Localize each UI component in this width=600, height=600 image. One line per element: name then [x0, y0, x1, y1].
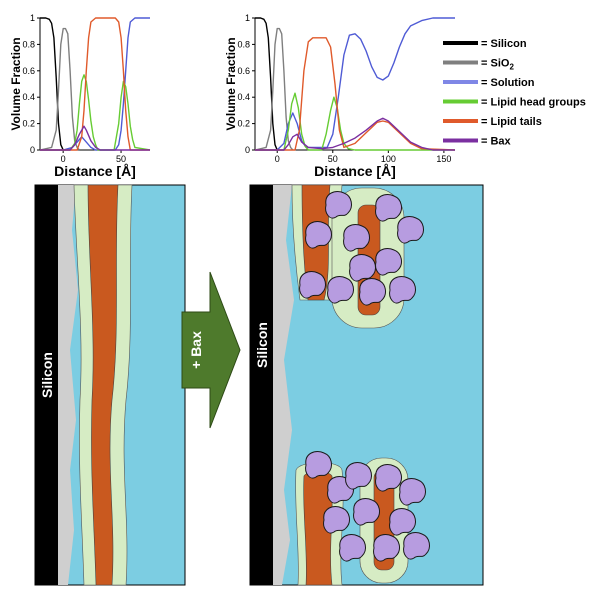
legend-label: = Silicon: [481, 38, 527, 50]
bax-protein: [305, 221, 332, 249]
arrow: + Bax: [181, 271, 241, 429]
legend-label: = Lipid head groups: [481, 97, 586, 109]
bax-protein: [399, 478, 426, 506]
oxide-layer: [58, 185, 78, 585]
bax-protein: [359, 278, 386, 306]
bax-protein: [339, 534, 366, 562]
x-tick-label: 150: [436, 154, 451, 164]
y-tick-label: 1: [245, 13, 250, 23]
bax-protein: [343, 224, 370, 252]
series-line-silicon: [255, 17, 278, 151]
y-tick-label: 0.8: [22, 39, 35, 49]
bax-protein: [373, 534, 400, 562]
y-tick-label: 0.6: [22, 66, 35, 76]
x-tick-label: 0: [61, 154, 66, 164]
series-line-lipid-tails: [255, 37, 456, 151]
y-tick-label: 0.6: [237, 66, 250, 76]
x-tick-label: 50: [116, 154, 126, 164]
series-line-lipid-head-groups: [40, 74, 151, 151]
series-line-bax: [255, 117, 455, 151]
x-tick-label: 0: [275, 154, 280, 164]
series-line-silicon: [40, 17, 64, 151]
y-tick-label: 0.4: [22, 92, 35, 102]
y-tick-label: 0: [30, 145, 35, 155]
legend-label: = Bax: [481, 136, 512, 148]
bax-proteins: [299, 191, 430, 562]
bax-protein: [325, 191, 352, 219]
legend-subscript: 2: [509, 63, 514, 72]
legend-label: = SiO2: [481, 58, 514, 72]
x-axis-label: Distance [Å]: [314, 163, 396, 179]
bax-protein: [349, 254, 376, 282]
legend-label: = Lipid tails: [481, 116, 542, 128]
x-tick-label: 50: [328, 154, 338, 164]
bax-protein: [375, 248, 402, 276]
x-axis-label: Distance [Å]: [54, 163, 136, 179]
bax-protein: [345, 462, 372, 490]
legend: = Silicon = SiO2 = Solution = Lipid head gr…: [443, 38, 586, 148]
bax-protein: [403, 532, 430, 560]
schematic-after: Silicon: [249, 184, 484, 586]
bax-protein: [375, 464, 402, 492]
arrow-label: + Bax: [188, 331, 204, 369]
bax-protein: [375, 194, 402, 222]
series-line-lipid-tails: [40, 17, 150, 151]
series-line-bax: [40, 125, 150, 151]
y-axis-label: Volume Fraction: [9, 37, 23, 130]
series-line-sio2: [254, 27, 294, 151]
schematic-before: Silicon: [34, 184, 186, 586]
y-tick-label: 0.8: [237, 39, 250, 49]
silicon-label: Silicon: [39, 352, 55, 398]
bax-protein: [305, 451, 332, 479]
oxide-layer: [273, 185, 294, 585]
bax-protein: [389, 276, 416, 304]
bax-protein: [397, 216, 424, 244]
x-tick-label: 100: [381, 154, 396, 164]
y-tick-label: 0.2: [237, 119, 250, 129]
arrow-shape: [181, 271, 241, 429]
bax-protein: [353, 498, 380, 526]
bax-protein: [299, 271, 326, 299]
lipid-tail-layer: [87, 184, 119, 586]
bax-protein: [327, 276, 354, 304]
y-tick-label: 0.4: [237, 92, 250, 102]
y-tick-label: 1: [30, 13, 35, 23]
bax-protein: [389, 508, 416, 536]
silicon-label: Silicon: [254, 322, 270, 368]
y-tick-label: 0.2: [22, 119, 35, 129]
y-axis-label: Volume Fraction: [224, 37, 238, 130]
y-tick-label: 0: [245, 145, 250, 155]
legend-label: = Solution: [481, 77, 535, 89]
silicon-substrate: [250, 185, 273, 585]
series-line-solution: [255, 17, 455, 151]
bax-protein: [323, 506, 350, 534]
silicon-substrate: [35, 185, 58, 585]
